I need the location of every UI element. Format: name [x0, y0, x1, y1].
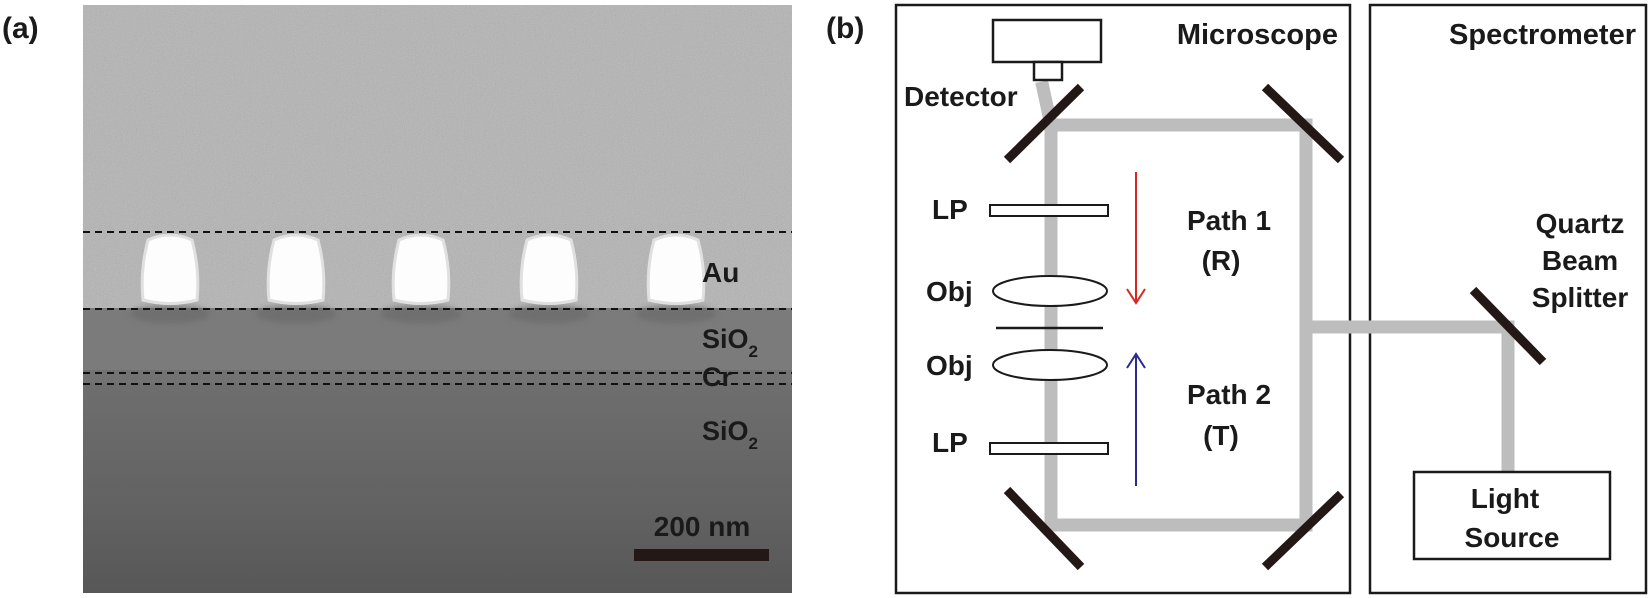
beam-splitter-line-3: Splitter: [1532, 282, 1629, 313]
au-particle-shadow: [256, 305, 336, 323]
au-particle: [519, 233, 579, 305]
mirror-top-right: [1261, 83, 1345, 164]
au-particle-shadow: [509, 305, 589, 323]
objective-lens-bottom: [992, 349, 1108, 381]
mirrors: [1003, 83, 1547, 571]
path2-name: Path 2: [1187, 379, 1271, 410]
detector-body: [991, 18, 1103, 64]
layer-label-sio2-bottom: SiO2: [702, 416, 758, 453]
path2-arrow: [1126, 352, 1146, 486]
au-particle: [266, 233, 326, 305]
sem-image: [83, 5, 792, 593]
beam-loop: [1044, 118, 1313, 532]
microscope-frame: [894, 3, 1352, 595]
detector-label: Detector: [904, 81, 1018, 112]
spectrometer-title: Spectrometer: [1449, 19, 1636, 51]
scale-bar-label: 200 nm: [654, 511, 751, 542]
panel-a-label: (a): [2, 12, 39, 45]
layer-label-au: Au: [702, 257, 739, 288]
quartz-beam-splitter-mirror: [1469, 286, 1547, 366]
sio2-top-main: SiO: [702, 324, 749, 354]
path1-arrow-head: [1126, 288, 1146, 305]
layer-label-sio2-top: SiO2: [702, 324, 758, 361]
au-particle: [646, 233, 706, 305]
layer-label-cr: Cr: [702, 362, 732, 392]
interface-lines: [83, 231, 792, 385]
lp-top-label: LP: [932, 194, 968, 225]
light-source-line-2: Source: [1465, 522, 1560, 553]
path2-arrow-head: [1126, 352, 1146, 369]
objective-lens-top: [992, 275, 1108, 307]
light-source-line-1: Light: [1471, 483, 1539, 514]
path2-mode: (T): [1203, 420, 1239, 451]
sio2-top-subscript: 2: [749, 342, 758, 361]
lp-bottom-label: LP: [932, 427, 968, 458]
path1-mode: (R): [1202, 245, 1241, 276]
panel-b-label: (b): [826, 12, 864, 45]
mirror-top-left: [1003, 83, 1085, 164]
au-particle-shadow: [381, 305, 461, 323]
microscope-title: Microscope: [1177, 19, 1338, 51]
mirror-bottom-left: [1003, 486, 1085, 571]
beam-spectrometer-link: [1299, 320, 1515, 479]
obj-top-label: Obj: [926, 276, 973, 307]
sio2-bottom-subscript: 2: [749, 434, 758, 453]
path1-name: Path 1: [1187, 205, 1271, 236]
au-particle: [140, 233, 200, 305]
scale-bar: [634, 549, 769, 561]
au-particle: [391, 233, 451, 305]
au-particle-shadow: [636, 305, 716, 323]
au-particle-shadow: [130, 305, 210, 323]
linear-polarizer-bottom: [989, 442, 1109, 455]
obj-bottom-label: Obj: [926, 350, 973, 381]
path1-arrow: [1126, 172, 1146, 305]
beam-splitter-line-2: Beam: [1542, 245, 1618, 276]
sio2-bottom-main: SiO: [702, 416, 749, 446]
linear-polarizer-top: [989, 204, 1109, 217]
spectrometer-frame: [1368, 3, 1648, 595]
mirror-bottom-right: [1261, 490, 1345, 571]
sem-substrate: [83, 384, 792, 593]
light-source-box: [1412, 470, 1612, 561]
beam-splitter-line-1: Quartz: [1536, 208, 1625, 239]
detector-aperture: [1032, 60, 1064, 82]
beam-paths: [1035, 80, 1515, 532]
